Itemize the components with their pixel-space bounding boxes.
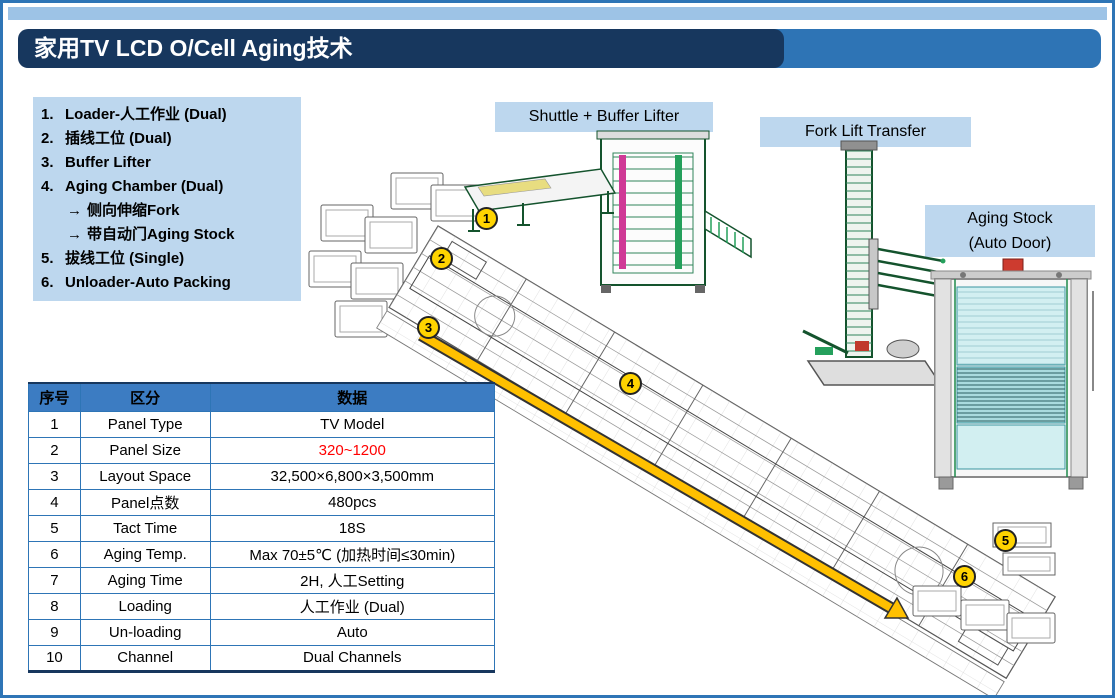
cell-category: Panel Type — [79, 410, 211, 438]
feature-list-item: 5. 拔线工位 (Single) — [41, 247, 293, 271]
cell-no: 10 — [28, 644, 81, 673]
floorplan-drawing — [376, 225, 1056, 695]
spec-table-header-row: 序号 区分 数据 — [28, 382, 496, 412]
feature-list-subitem: → 侧向伸缩Fork — [41, 199, 293, 223]
feature-list-number: 4. — [41, 178, 54, 195]
flow-arrow — [417, 329, 910, 619]
feature-list-label: Loader-人工作业 (Dual) — [65, 106, 227, 123]
feature-list-label: 插线工位 (Dual) — [65, 130, 172, 147]
cell-no: 4 — [28, 488, 81, 516]
feature-list-label: Aging Chamber (Dual) — [65, 178, 224, 195]
feature-list-item: 3. Buffer Lifter — [41, 151, 293, 175]
table-row: 7 Aging Time 2H, 人工Setting — [28, 566, 496, 594]
callout-aging-stock: Aging Stock (Auto Door) — [925, 205, 1095, 257]
feature-list-item: 1. Loader-人工作业 (Dual) — [41, 103, 293, 127]
feature-list-label: 侧向伸缩Fork — [87, 202, 180, 219]
cell-no: 9 — [28, 618, 81, 646]
cell-value: Dual Channels — [209, 644, 496, 673]
feature-list-label: 拔线工位 (Single) — [65, 250, 185, 267]
table-row: 9 Un-loading Auto — [28, 618, 496, 646]
loader-panels-drawing — [308, 172, 484, 338]
aging-stock-drawing — [930, 258, 1094, 490]
feature-list-item: 2. 插线工位 (Dual) — [41, 127, 293, 151]
cell-category: Loading — [79, 592, 211, 620]
step-badge-2: 2 — [430, 247, 453, 270]
cell-value: 18S — [209, 514, 496, 542]
cell-value: TV Model — [209, 410, 496, 438]
cell-category: Panel Size — [79, 436, 211, 464]
cell-value: 2H, 人工Setting — [209, 566, 496, 594]
step-badge-1: 1 — [475, 207, 498, 230]
callout-fork-lift-transfer: Fork Lift Transfer — [760, 117, 971, 147]
feature-list-label: Unloader-Auto Packing — [65, 274, 231, 291]
feature-list-item: 6. Unloader-Auto Packing — [41, 271, 293, 295]
header-no: 序号 — [28, 382, 81, 412]
table-row: 2 Panel Size 320~1200 — [28, 436, 496, 464]
page-title: 家用TV LCD O/Cell Aging技术 — [18, 29, 784, 68]
step-badge-3: 3 — [417, 316, 440, 339]
fork-lift-transfer-drawing — [802, 140, 946, 386]
table-row: 6 Aging Temp. Max 70±5℃ (加热时间≤30min) — [28, 540, 496, 568]
table-row: 3 Layout Space 32,500×6,800×3,500mm — [28, 462, 496, 490]
callout-shuttle-buffer-lifter: Shuttle + Buffer Lifter — [495, 102, 713, 132]
cell-value: Auto — [209, 618, 496, 646]
cell-category: Channel — [79, 644, 211, 673]
step-badge-5: 5 — [994, 529, 1017, 552]
table-row: 10 Channel Dual Channels — [28, 644, 496, 673]
feature-list-number: 6. — [41, 274, 54, 291]
table-row: 5 Tact Time 18S — [28, 514, 496, 542]
feature-list-number: 2. — [41, 130, 54, 147]
cell-no: 6 — [28, 540, 81, 568]
arrow-bullet-icon: → — [67, 202, 82, 219]
feature-list: 1. Loader-人工作业 (Dual) 2. 插线工位 (Dual) 3. … — [33, 97, 301, 301]
cell-value: 480pcs — [209, 488, 496, 516]
cell-category: Un-loading — [79, 618, 211, 646]
spec-table: 序号 区分 数据 1 Panel Type TV Model 2 Panel S… — [28, 382, 496, 673]
table-row: 1 Panel Type TV Model — [28, 410, 496, 438]
cell-value: 32,500×6,800×3,500mm — [209, 462, 496, 490]
cell-no: 3 — [28, 462, 81, 490]
header-value: 数据 — [209, 382, 496, 412]
top-strip — [8, 7, 1107, 20]
feature-list-number: 1. — [41, 106, 54, 123]
table-row: 8 Loading 人工作业 (Dual) — [28, 592, 496, 620]
shuttle-buffer-lifter-drawing — [463, 130, 752, 293]
feature-list-label: 带自动门Aging Stock — [87, 226, 235, 243]
step-badge-6: 6 — [953, 565, 976, 588]
cell-category: Aging Time — [79, 566, 211, 594]
callout-aging-stock-line2: (Auto Door) — [968, 235, 1052, 252]
cell-category: Tact Time — [79, 514, 211, 542]
cell-category: Layout Space — [79, 462, 211, 490]
cell-no: 5 — [28, 514, 81, 542]
step-badge-4: 4 — [619, 372, 642, 395]
equipment-layout-drawing — [308, 130, 1094, 695]
feature-list-label: Buffer Lifter — [65, 154, 151, 171]
cell-category: Aging Temp. — [79, 540, 211, 568]
cell-category: Panel点数 — [79, 488, 211, 516]
feature-list-item: 4. Aging Chamber (Dual) — [41, 175, 293, 199]
table-row: 4 Panel点数 480pcs — [28, 488, 496, 516]
cell-no: 2 — [28, 436, 81, 464]
cell-no: 7 — [28, 566, 81, 594]
header-category: 区分 — [79, 382, 211, 412]
arrow-bullet-icon: → — [67, 226, 82, 243]
cell-value: 320~1200 — [209, 436, 496, 464]
cell-no: 1 — [28, 410, 81, 438]
feature-list-subitem: → 带自动门Aging Stock — [41, 223, 293, 247]
feature-list-number: 5. — [41, 250, 54, 267]
callout-aging-stock-line1: Aging Stock — [967, 210, 1053, 227]
cell-value: Max 70±5℃ (加热时间≤30min) — [209, 540, 496, 568]
feature-list-number: 3. — [41, 154, 54, 171]
cell-no: 8 — [28, 592, 81, 620]
cell-value: 人工作业 (Dual) — [209, 592, 496, 620]
